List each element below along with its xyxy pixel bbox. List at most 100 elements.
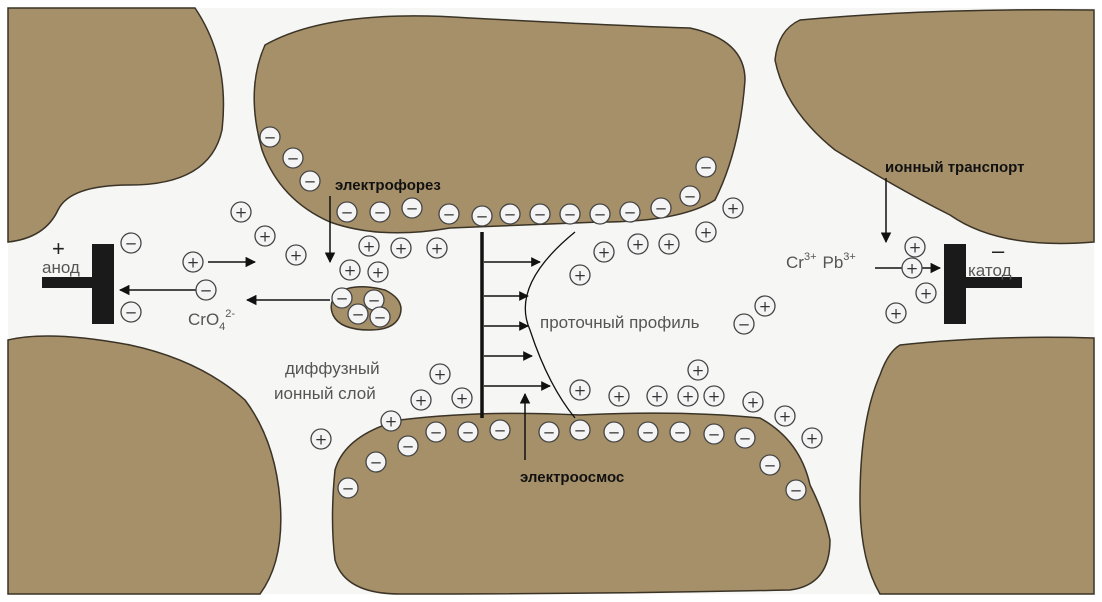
ion-circle — [733, 313, 755, 335]
label-electroosmosis: электроосмос — [520, 469, 624, 486]
anion-icon: − — [369, 306, 391, 328]
cation-icon: + — [627, 233, 649, 255]
ion-sign: + — [906, 260, 919, 278]
ion-sign: + — [663, 236, 676, 254]
ion-circle — [734, 427, 756, 449]
anion-icon: − — [759, 454, 781, 476]
anion-icon: − — [489, 419, 511, 441]
ion-circle — [695, 221, 717, 243]
ion-sign: − — [352, 306, 365, 324]
ion-circle — [529, 203, 551, 225]
cation-icon: + — [410, 389, 432, 411]
ion-sign: − — [125, 304, 138, 322]
chromate-superscript: 2- — [225, 308, 235, 320]
cation-icon: + — [703, 385, 725, 407]
ion-circle — [397, 435, 419, 457]
label-cr-pb-cations: Cr3+Pb3+ — [786, 251, 856, 272]
cation-icon: + — [722, 197, 744, 219]
ion-sign: − — [494, 422, 507, 440]
ion-circle — [593, 241, 615, 263]
label-electrophoresis: электрофорез — [335, 177, 441, 194]
ion-sign: + — [613, 388, 626, 406]
cation-icon: + — [904, 236, 926, 258]
ion-sign: + — [651, 388, 664, 406]
cation-icon: + — [310, 428, 332, 450]
ion-circle — [742, 391, 764, 413]
ion-sign: + — [682, 388, 695, 406]
ion-sign: + — [890, 305, 903, 323]
ion-circle — [426, 237, 448, 259]
cr-superscript: 3+ — [804, 251, 817, 263]
ion-sign: − — [370, 454, 383, 472]
ion-sign: + — [747, 394, 760, 412]
ion-sign: + — [395, 240, 408, 258]
ion-circle — [331, 287, 353, 309]
ion-circle — [569, 419, 591, 441]
ion-sign: − — [574, 422, 587, 440]
ion-circle — [438, 203, 460, 225]
particle-top-right — [774, 8, 1095, 245]
ion-circle — [774, 405, 796, 427]
ion-circle — [559, 203, 581, 225]
anode-plus-sign: + — [52, 236, 65, 261]
ion-circle — [669, 421, 691, 443]
anion-icon: − — [603, 421, 625, 443]
ion-sign: + — [708, 388, 721, 406]
ion-sign: + — [290, 247, 303, 265]
anion-icon: − — [336, 201, 358, 223]
ion-sign: + — [235, 204, 248, 222]
label-diffuse-layer-line1: диффузный — [285, 359, 380, 378]
anion-icon: − — [734, 427, 756, 449]
ion-circle — [695, 156, 717, 178]
ion-circle — [369, 201, 391, 223]
anion-icon: − — [569, 419, 591, 441]
ion-sign: − — [304, 173, 317, 191]
anion-icon: − — [365, 451, 387, 473]
particle-bottom-center — [331, 412, 831, 595]
cation-icon: + — [687, 359, 709, 381]
chromate-subscript: 4 — [219, 321, 225, 333]
ion-circle — [785, 479, 807, 501]
ion-circle — [754, 295, 776, 317]
ion-sign: + — [456, 390, 469, 408]
ion-circle — [589, 203, 611, 225]
ion-sign: − — [700, 159, 713, 177]
cation-icon: + — [608, 385, 630, 407]
ion-sign: − — [594, 206, 607, 224]
cation-icon: + — [754, 295, 776, 317]
ion-circle — [703, 385, 725, 407]
ion-sign: − — [368, 292, 381, 310]
anion-icon: − — [363, 289, 385, 311]
anion-icon: − — [457, 421, 479, 443]
ion-sign: + — [415, 392, 428, 410]
ion-circle — [637, 421, 659, 443]
ion-sign: − — [738, 316, 751, 334]
ion-sign: + — [574, 382, 587, 400]
pb-superscript: 3+ — [843, 251, 856, 263]
ion-sign: − — [476, 208, 489, 226]
ion-circle — [347, 303, 369, 325]
ion-circle — [489, 419, 511, 441]
ion-sign: − — [564, 206, 577, 224]
ion-circle — [499, 203, 521, 225]
ion-sign: − — [342, 480, 355, 498]
cation-icon: + — [358, 235, 380, 257]
ion-sign: − — [374, 309, 387, 327]
label-flow-profile: проточный профиль — [540, 313, 700, 332]
ions: −−−−−−−−−−−−−−−−−−−−−−−−−−−−−−−−−−−−−−−+… — [120, 126, 937, 501]
anion-icon: − — [499, 203, 521, 225]
cr-base: Cr — [786, 253, 804, 272]
ion-circle — [569, 264, 591, 286]
cation-icon: + — [429, 363, 451, 385]
cathode-minus-sign: – — [992, 238, 1005, 263]
ion-circle — [410, 389, 432, 411]
ion-circle — [182, 251, 204, 273]
ion-circle — [569, 379, 591, 401]
ion-sign: − — [764, 457, 777, 475]
cation-icon: + — [426, 237, 448, 259]
ion-sign: − — [674, 424, 687, 442]
ion-circle — [120, 232, 142, 254]
anion-icon: − — [331, 287, 353, 309]
ion-circle — [608, 385, 630, 407]
